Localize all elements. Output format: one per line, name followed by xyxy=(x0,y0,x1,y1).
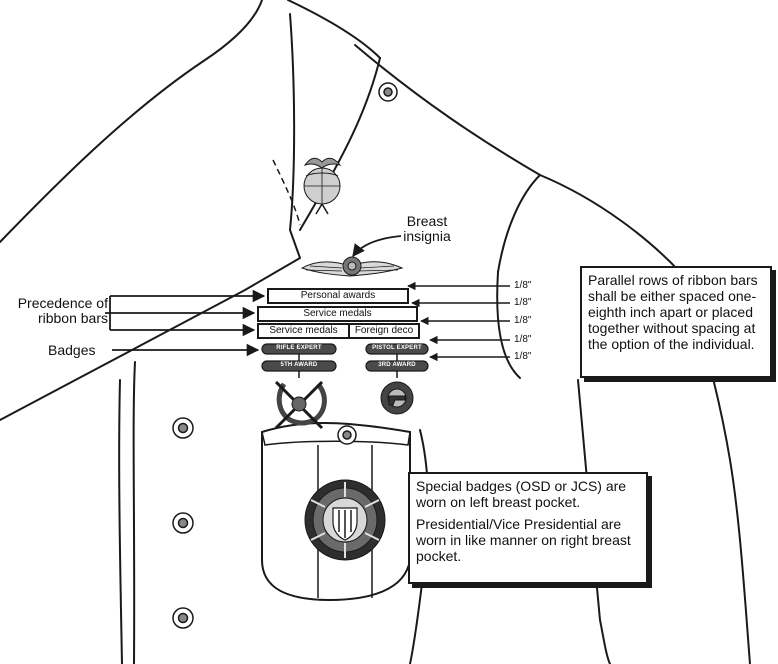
special-badge-osd-jcs-icon xyxy=(304,479,386,561)
pistol-expert-label: PISTOL EXPERT xyxy=(372,345,422,351)
spacing-mark-1: 1/8" xyxy=(514,280,532,291)
precedence-label: Precedence of ribbon bars xyxy=(0,296,108,326)
precedence-label-line2: ribbon bars xyxy=(37,310,108,326)
ribbon-row-2 xyxy=(257,306,418,322)
sleeve-top xyxy=(539,174,681,273)
collar-emblem-icon xyxy=(303,157,342,215)
ribbon-row-1 xyxy=(267,288,409,304)
button-1 xyxy=(172,417,194,439)
special-badges-note-text-2: Presidential/Vice Presidential are worn … xyxy=(416,516,631,564)
special-badges-note-text-1: Special badges (OSD or JCS) are worn on … xyxy=(416,478,627,510)
button-shoulder xyxy=(378,82,398,102)
ribbon-bars xyxy=(257,288,420,339)
ribbon-row-3-left-label: Service medals xyxy=(269,325,338,336)
lapel-left xyxy=(0,13,301,421)
button-3 xyxy=(172,607,194,629)
spacing-mark-4: 1/8" xyxy=(514,334,532,345)
spacing-mark-2: 1/8" xyxy=(514,297,532,308)
buttons xyxy=(172,82,398,629)
parallel-rows-note-text: Parallel rows of ribbon bars shall be ei… xyxy=(588,272,758,352)
lapel-right xyxy=(299,57,381,231)
ribbon-row-2-label: Service medals xyxy=(303,308,372,319)
badges-label: Badges xyxy=(48,342,96,358)
rifle-badge-icon xyxy=(274,380,327,430)
collar-line xyxy=(287,0,381,59)
sleeve-front xyxy=(497,174,541,273)
jacket-outline-left xyxy=(0,0,263,243)
special-badges-note: Special badges (OSD or JCS) are worn on … xyxy=(408,472,648,584)
jacket-front-edge-2 xyxy=(118,379,123,664)
ribbon-row-3-right xyxy=(348,323,420,339)
parallel-rows-note: Parallel rows of ribbon bars shall be ei… xyxy=(580,266,772,378)
badge-bars xyxy=(261,343,429,378)
button-2 xyxy=(172,512,194,534)
ribbon-row-3-right-label: Foreign deco xyxy=(354,325,414,336)
breast-insignia-label: Breast insignia xyxy=(396,214,458,244)
breast-insignia-label-line1: Breast xyxy=(406,213,448,229)
breast-insignia-label-line2: insignia xyxy=(403,228,451,244)
precedence-label-line1: Precedence of xyxy=(17,295,108,311)
spacing-mark-5: 1/8" xyxy=(514,351,532,362)
rifle-award-label: 5TH AWARD xyxy=(280,362,318,368)
shoulder-seam xyxy=(354,44,541,176)
leader-breast-insignia xyxy=(352,235,402,258)
sleeve-inner xyxy=(496,271,521,379)
collar-seam-dashed xyxy=(272,159,301,226)
breast-insignia-wings xyxy=(300,256,404,277)
spacing-dimension-lines xyxy=(407,281,510,362)
pistol-award-label: 3RD AWARD xyxy=(378,362,416,368)
rifle-expert-label: RIFLE EXPERT xyxy=(276,345,322,351)
button-pocket xyxy=(337,425,357,445)
ribbon-row-1-label: Personal awards xyxy=(300,290,376,301)
pistol-badge-icon xyxy=(380,381,414,415)
jacket-front-edge xyxy=(132,361,136,664)
spacing-mark-3: 1/8" xyxy=(514,315,532,326)
